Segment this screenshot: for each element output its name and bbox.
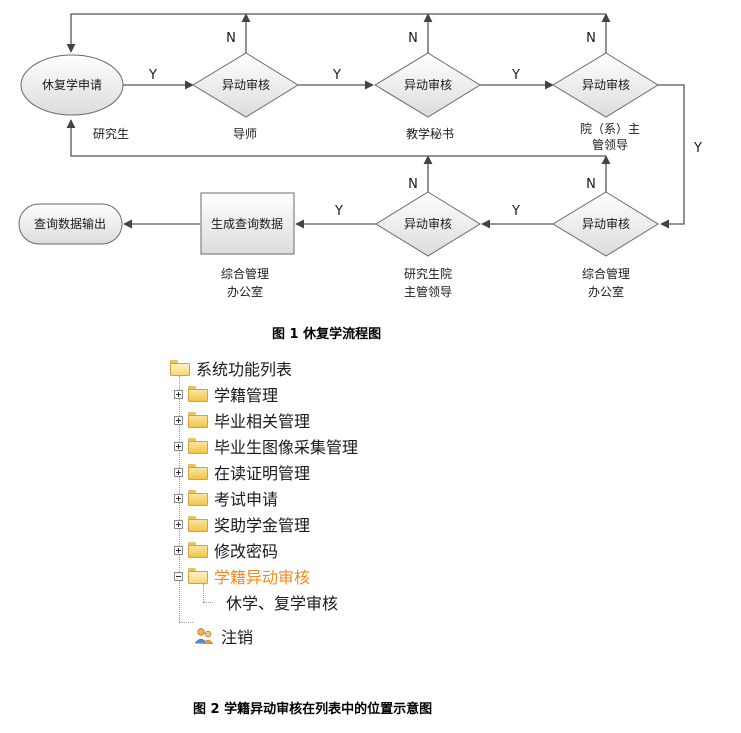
review2-node <box>374 52 481 118</box>
edge-label-y4: Y <box>693 141 702 156</box>
edge-label-y2: Y <box>332 68 341 83</box>
role-dept-leader-2: 管领导 <box>592 137 628 152</box>
tree-item-label: 学籍异动审核 <box>214 568 311 587</box>
review3-node <box>552 52 659 118</box>
start-label: 休复学申请 <box>42 77 102 92</box>
folder-icon <box>188 490 208 506</box>
tree-guide-child <box>203 584 204 602</box>
folder-open-icon <box>170 360 190 376</box>
edge-label-n2: N <box>408 31 418 46</box>
tree-item-label: 毕业生图像采集管理 <box>214 438 359 457</box>
generate-label: 生成查询数据 <box>211 216 283 231</box>
folder-open-icon <box>188 568 208 584</box>
tree-item-label: 考试申请 <box>214 490 279 509</box>
role-tutor: 导师 <box>233 127 257 141</box>
review2-label: 异动审核 <box>404 77 452 92</box>
figure2-caption: 图 2 学籍异动审核在列表中的位置示意图 <box>193 702 433 717</box>
tree-root[interactable]: 系统功能列表 <box>170 357 292 379</box>
tree-item-5[interactable]: 考试申请 <box>174 487 278 509</box>
flowchart: 休复学申请 异动审核 异动审核 异动审核 异动审核 异动审核 生成查询数据 查询… <box>18 13 702 299</box>
expand-plus-icon[interactable] <box>174 493 183 503</box>
role-gen-office-1: 综合管理 <box>221 266 269 281</box>
tree-child-item[interactable]: 休学、复学审核 <box>226 591 338 613</box>
review4-label: 异动审核 <box>582 216 630 231</box>
tree-item-4[interactable]: 在读证明管理 <box>174 461 310 483</box>
edge-label-y5: Y <box>511 204 520 219</box>
tree-item-label: 在读证明管理 <box>214 464 311 483</box>
role-dept-leader-1: 院（系）主 <box>580 122 640 136</box>
expand-plus-icon[interactable] <box>174 519 183 529</box>
expand-plus-icon[interactable] <box>174 415 183 425</box>
edge-label-n3: N <box>586 31 596 46</box>
edge-label-n5: N <box>586 177 596 192</box>
folder-icon <box>188 464 208 480</box>
tree-item-1[interactable]: 学籍管理 <box>174 383 278 405</box>
review5-label: 异动审核 <box>404 216 452 231</box>
edge-label-y3: Y <box>511 68 520 83</box>
tree-guide-logout-h <box>179 622 193 623</box>
tree-item-label: 奖助学金管理 <box>214 516 311 535</box>
edge-label-n1: N <box>226 31 236 46</box>
role-grad-leader-1: 研究生院 <box>404 266 452 281</box>
role-admin-office-2: 办公室 <box>588 284 624 299</box>
tree-item-label: 毕业相关管理 <box>214 412 311 431</box>
folder-icon <box>188 542 208 558</box>
edge-return-top <box>66 13 606 53</box>
tree-item-label: 修改密码 <box>214 542 279 561</box>
review4-node <box>552 191 659 257</box>
edge-label-y6: Y <box>334 204 343 219</box>
expand-plus-icon[interactable] <box>174 441 183 451</box>
tree-logout[interactable]: 注销 <box>194 625 253 647</box>
figure1-caption: 图 1 休复学流程图 <box>272 327 382 342</box>
edge-return-middle <box>66 119 606 157</box>
role-gen-office-2: 办公室 <box>227 284 263 299</box>
edge-label-y1: Y <box>148 68 157 83</box>
review3-label: 异动审核 <box>582 77 630 92</box>
tree-item-6[interactable]: 奖助学金管理 <box>174 513 310 535</box>
tree-item-3[interactable]: 毕业生图像采集管理 <box>174 435 358 457</box>
generate-node <box>200 192 295 255</box>
tree-child-label: 休学、复学审核 <box>226 594 339 613</box>
review1-label: 异动审核 <box>222 77 270 92</box>
folder-icon <box>188 412 208 428</box>
expand-plus-icon[interactable] <box>174 389 183 399</box>
expand-plus-icon[interactable] <box>174 467 183 477</box>
tree-root-label: 系统功能列表 <box>196 360 293 379</box>
tree-item-7[interactable]: 修改密码 <box>174 539 278 561</box>
folder-icon <box>188 386 208 402</box>
edge-label-n4: N <box>408 177 418 192</box>
tree-item-2[interactable]: 毕业相关管理 <box>174 409 310 431</box>
review5-node <box>375 191 481 257</box>
collapse-minus-icon[interactable] <box>174 571 183 581</box>
tree-guide-child-h <box>203 602 213 603</box>
function-tree: 系统功能列表 学籍管理 毕业相关管理 毕业生图像采集管理 在读证明管理 考试申请 <box>170 354 570 654</box>
role-grad-leader-2: 主管领导 <box>404 284 452 299</box>
folder-icon <box>188 516 208 532</box>
expand-plus-icon[interactable] <box>174 545 183 555</box>
output-node <box>18 203 123 245</box>
role-student: 研究生 <box>93 126 129 141</box>
review1-node <box>192 52 299 118</box>
tree-item-label: 学籍管理 <box>214 386 279 405</box>
start-node <box>20 54 124 116</box>
folder-icon <box>188 438 208 454</box>
edge-review3-review4 <box>658 84 685 229</box>
tree-logout-label: 注销 <box>221 628 254 647</box>
tree-item-8-active[interactable]: 学籍异动审核 <box>174 565 310 587</box>
output-label: 查询数据输出 <box>34 216 106 231</box>
role-admin-office-1: 综合管理 <box>582 266 630 281</box>
logout-users-icon <box>194 628 214 644</box>
role-secretary: 教学秘书 <box>406 126 454 141</box>
